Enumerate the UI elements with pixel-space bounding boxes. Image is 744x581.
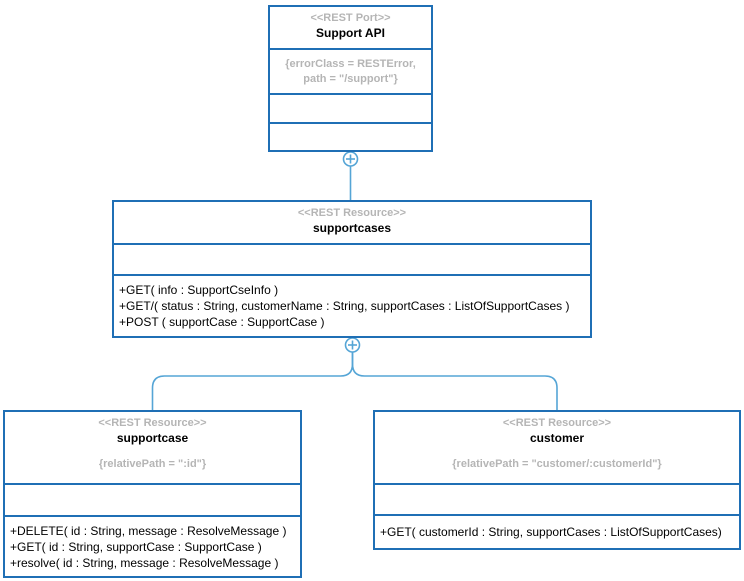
operation-label: +resolve( id : String, message : Resolve…: [10, 556, 279, 570]
operations-compartment: +DELETE( id : String, message : ResolveM…: [5, 515, 300, 576]
node-name: Support API: [316, 26, 385, 40]
constraint-compartment: {errorClass = RESTError, path = "/suppor…: [270, 48, 431, 93]
empty-compartment: [375, 483, 739, 514]
operation-label: +GET( customerId : String, supportCases …: [380, 525, 722, 539]
node-name: customer: [529, 431, 585, 445]
empty-compartment: [270, 93, 431, 122]
operation-label: +GET/( status : String, customerName : S…: [119, 299, 570, 313]
node-header: <<REST Resource>> supportcase {relativeP…: [5, 412, 300, 483]
node-name: supportcase: [116, 431, 189, 445]
node-support-api[interactable]: <<REST Port>> Support API {errorClass = …: [268, 5, 433, 152]
stereotype-label: <<REST Resource>>: [98, 417, 207, 429]
node-supportcases[interactable]: <<REST Resource>> supportcases +GET( inf…: [112, 200, 592, 338]
node-name: supportcases: [312, 221, 392, 235]
stereotype-label: <<REST Resource>>: [502, 417, 612, 429]
operations-compartment: +GET( info : SupportCseInfo ) +GET/( sta…: [114, 274, 590, 336]
connector-branch-customer: [351, 352, 558, 410]
stereotype-label: <<REST Resource>>: [297, 207, 407, 219]
expand-toggle-icon[interactable]: [344, 337, 361, 353]
constraint-label: {relativePath = "customer/:customerId"}: [452, 458, 662, 470]
node-header: <<REST Resource>> customer {relativePath…: [375, 412, 739, 483]
node-supportcase[interactable]: <<REST Resource>> supportcase {relativeP…: [3, 410, 302, 578]
stereotype-label: <<REST Port>>: [310, 12, 391, 24]
node-header: <<REST Resource>> supportcases: [114, 202, 590, 243]
operation-label: +POST ( supportCase : SupportCase ): [119, 315, 325, 329]
operation-label: +GET( id : String, supportCase : Support…: [10, 540, 262, 554]
constraint-label: {errorClass = RESTError,: [285, 58, 416, 70]
empty-compartment: [5, 483, 300, 515]
operations-compartment: +GET( customerId : String, supportCases …: [375, 514, 739, 548]
expand-toggle-icon[interactable]: [342, 151, 359, 167]
node-customer[interactable]: <<REST Resource>> customer {relativePath…: [373, 410, 741, 550]
operation-label: +DELETE( id : String, message : ResolveM…: [10, 524, 287, 538]
connector-branch-supportcase: [151, 352, 354, 410]
operation-label: +GET( info : SupportCseInfo ): [119, 283, 279, 297]
constraint-label: path = "/support"}: [303, 73, 398, 85]
constraint-label: {relativePath = ":id"}: [98, 458, 207, 470]
node-header: <<REST Port>> Support API: [270, 7, 431, 48]
empty-compartment: [270, 122, 431, 150]
empty-compartment: [114, 243, 590, 274]
